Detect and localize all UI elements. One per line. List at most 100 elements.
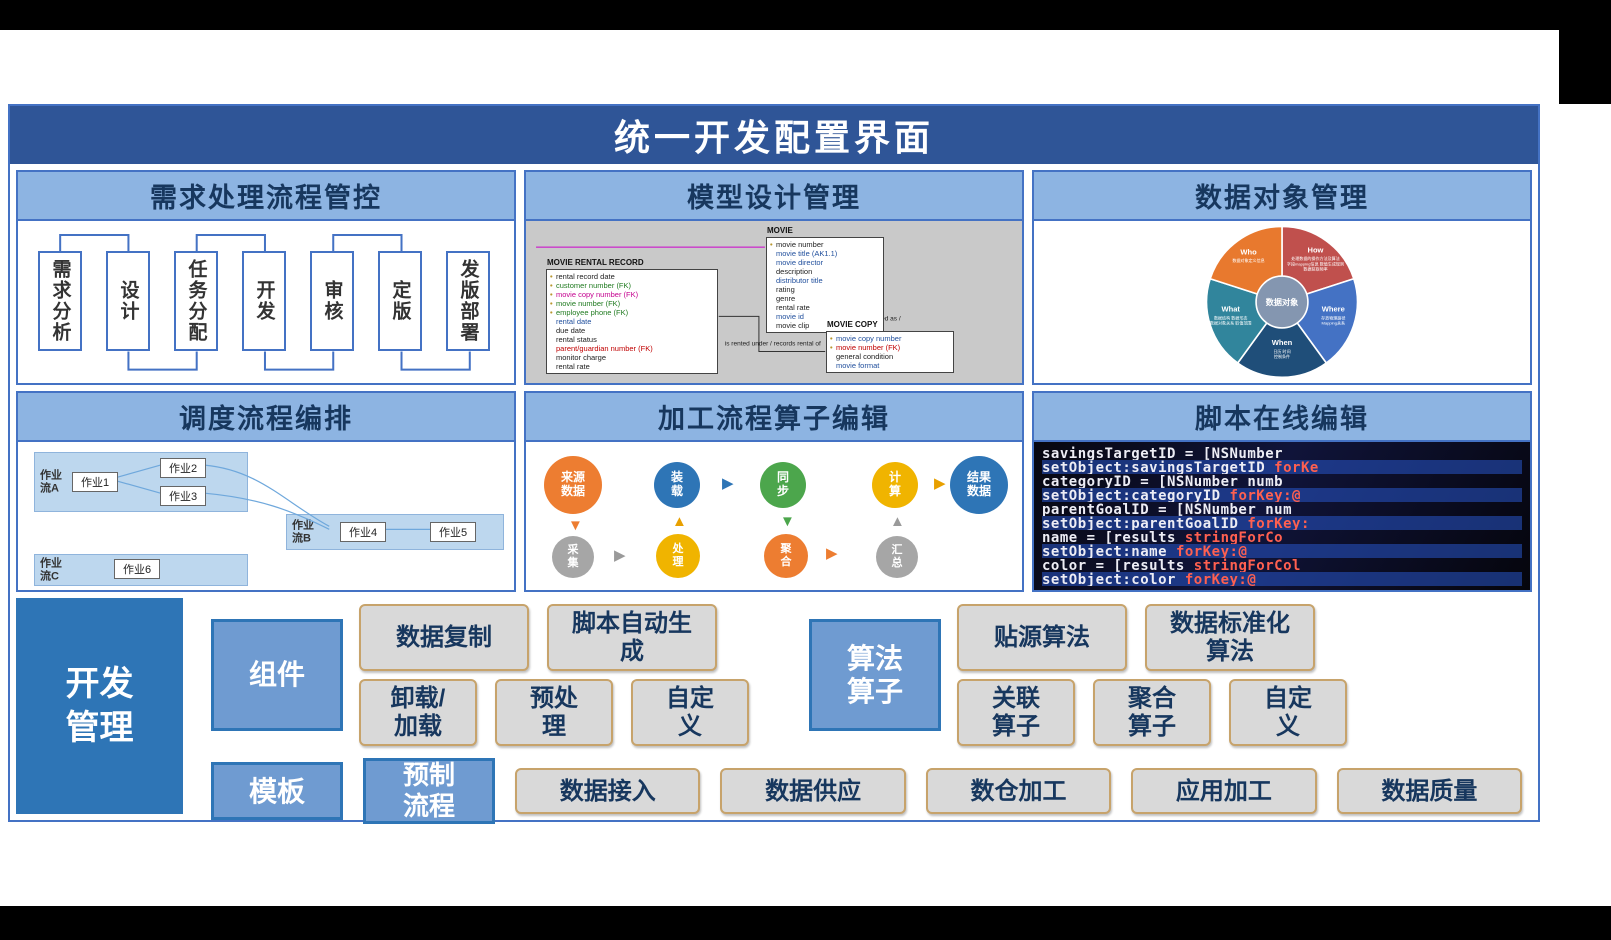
algorithm-button: 自定义 [1229,679,1347,747]
wheel-center [1255,275,1309,329]
key-icon: • [830,334,833,343]
er-table-row: distributor title [770,276,880,285]
er-table-row: •movie copy number [830,334,950,343]
code-text: setObject:categoryID [1042,488,1230,502]
key-icon: • [550,308,553,317]
diagram-frame: 统一开发配置界面 需求处理流程管控 需求分析 [8,104,1540,825]
wedge-how-desc3: 数据获取频率 [1303,266,1327,272]
er-table-rows: •movie copy number•movie number (FK)gene… [830,334,950,370]
er-table-row: •employee phone (FK) [550,308,714,317]
er-column-name: movie title (AK1.1) [776,249,838,258]
key-icon: • [550,272,553,281]
job-2: 作业2 [160,458,207,478]
er-table-row: genre [770,294,880,303]
key-icon: • [830,343,833,352]
er-table-row: •movie number (FK) [550,299,714,308]
wedge-how-desc1: 处理数据的操作方法及算法 [1291,255,1340,261]
er-column-name: movie director [776,258,824,267]
key-icon: • [550,290,553,299]
template-button: 应用加工 [1131,768,1317,815]
er-column-name: movie copy number [836,334,902,343]
er-column-name: rental record date [556,272,615,281]
er-table-row: •movie number (FK) [830,343,950,352]
er-table-row: rental status [550,335,714,344]
template-button: 数仓加工 [925,768,1112,815]
key-icon: • [550,299,553,308]
algorithm-buttons: 贴源算法数据标准化算法 关联算子聚合算子自定义 [957,604,1347,747]
node-result-data: 结果数据 [950,456,1008,514]
category-templates: 模板 [211,762,343,821]
algorithm-button: 关联算子 [957,679,1075,747]
er-column-name: movie number [776,240,824,249]
wedge-when-desc1: 日历 时间 [1273,348,1290,354]
er-table-row: movie id [770,312,880,321]
component-button: 脚本自动生成 [547,604,717,672]
arrow-up-icon: ▲ [672,513,687,530]
code-keyword: forKe [1274,460,1319,474]
algorithm-button: 数据标准化算法 [1145,604,1315,672]
code-line: savingsTargetID = [NSNumber [1042,446,1522,460]
er-table-row: •customer number (FK) [550,281,714,290]
code-line: parentGoalID = [NSNumber num [1042,502,1522,516]
panel-requirements: 需求处理流程管控 需求分析 设计 任务分配 开发 [16,170,516,385]
panel-data-object-title: 数据对象管理 [1034,172,1530,221]
flow-group-a: 作业流A [34,452,248,512]
component-row-2: 卸载/加载预处理自定义 [359,679,749,747]
panel-processing: 加工流程算子编辑 来源数据 装载 同步 计算 结果数据 采集 处理 聚合 汇总 … [524,391,1024,592]
er-table-row: •movie number [770,240,880,249]
er-column-name: rental status [556,335,597,344]
er-table-row: rental rate [770,303,880,312]
code-keyword: stringForCol [1193,558,1301,572]
wedge-where-desc2: Mapping关系 [1321,320,1345,326]
er-table-row: rating [770,285,880,294]
key-icon: • [550,281,553,290]
node-aggregate: 聚合 [764,534,808,578]
job-5: 作业5 [430,522,477,542]
code-line: color = [results stringForCol [1042,558,1522,572]
component-button: 数据复制 [359,604,529,672]
job-4: 作业4 [340,522,387,542]
step-task-assign: 任务分配 [174,251,218,351]
wedge-what-desc1: 数据结构 数据形态 [1214,314,1248,320]
code-keyword: forKey: [1247,516,1310,530]
arrow-right-icon: ▶ [826,545,838,562]
wedge-when [1236,300,1328,379]
wedge-where-label: Where [1322,305,1345,314]
er-column-name: rental rate [556,362,590,371]
algorithm-row-2: 关联算子聚合算子自定义 [957,679,1347,747]
code-text: categoryID = [NSNumber numb [1042,474,1284,488]
er-column-name: movie id [776,312,804,321]
arrow-right-icon: ▶ [934,475,946,492]
er-column-name: parent/guardian number (FK) [556,344,653,353]
requirement-steps: 需求分析 设计 任务分配 开发 审核 定版 发版部署 [18,221,514,383]
node-source-data: 来源数据 [544,456,602,514]
er-column-name: monitor charge [556,353,607,362]
data-object-wheel: How 处理数据的操作方法及算法 字段mapping信息 数值生成规则 数据获取… [1205,225,1359,379]
wedge-when-label: When [1272,338,1293,347]
wedge-where-desc1: 存放物理路径 [1321,314,1345,320]
er-table-movie-rental-record: MOVIE RENTAL RECORD •rental record date•… [546,258,718,374]
er-table-row: due date [550,326,714,335]
flow-a-label: 作业流A [40,469,62,494]
arrow-down-icon: ▼ [780,513,795,530]
component-row-1: 数据复制脚本自动生成 [359,604,749,672]
arrow-right-icon: ▶ [614,547,626,564]
er-table-row: description [770,267,880,276]
wedge-who-desc1: 数据对象定义信息 [1232,257,1264,263]
er-table-rows: •rental record date•customer number (FK)… [550,272,714,371]
code-line: setObject:name forKey:@ [1042,544,1522,558]
code-keyword: forKey:@ [1184,572,1257,586]
er-column-name: description [776,267,813,276]
algorithm-row-1: 贴源算法数据标准化算法 [957,604,1347,672]
dev-management-label: 开发管理 [65,664,134,747]
panel-model-design-title: 模型设计管理 [526,172,1022,221]
arrow-up-icon: ▲ [890,513,905,530]
step-design: 设计 [106,251,150,351]
code-keyword: stringForCo [1184,530,1284,544]
template-button: 数据接入 [515,768,701,815]
node-handle: 处理 [656,534,700,578]
er-table-row: movie format [830,361,950,370]
template-button: 数据供应 [720,768,906,815]
